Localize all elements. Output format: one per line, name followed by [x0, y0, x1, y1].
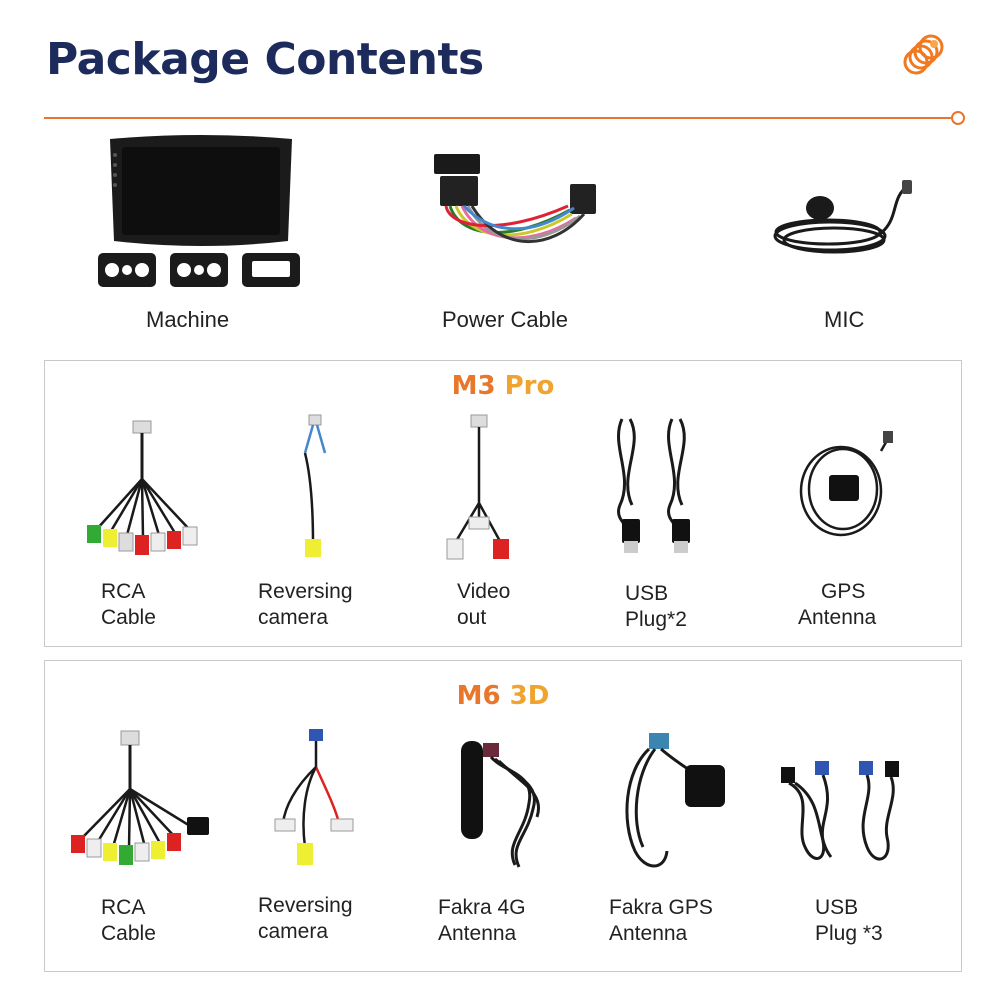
usb-plug-icon [617, 418, 690, 553]
item-label-line1: Reversing [258, 894, 353, 917]
item-label-line2: Plug *3 [815, 922, 883, 945]
item-label-line2: Antenna [798, 606, 877, 629]
item-label-line2: Antenna [609, 922, 688, 945]
item-label-line1: RCA [101, 896, 146, 919]
item-label-line1: Fakra GPS [609, 896, 713, 919]
microphone-icon [773, 180, 912, 254]
top-item-label: Machine [146, 307, 230, 332]
section-title-part2: 3D [509, 681, 550, 711]
rca-cable-icon [87, 420, 198, 555]
reversing-camera-cable-icon [274, 729, 354, 865]
page-title: Package Contents [46, 34, 484, 85]
item-label-line1: Fakra 4G [438, 896, 526, 919]
section-m6-3d: M6 3D RCA Cable Reversing camera [44, 660, 962, 972]
section-title-part1: M6 [456, 681, 510, 711]
car-stereo-machine-icon [98, 135, 300, 287]
item-label-line2: out [457, 606, 487, 629]
item-label-line1: USB [625, 582, 669, 605]
item-label-line1: RCA [101, 580, 146, 603]
title-divider [44, 117, 952, 119]
section-title: M3 Pro [45, 371, 961, 401]
section-m3-pro: M3 Pro RCA Cable Reversing camera Video … [44, 360, 962, 647]
power-cable-icon [434, 154, 596, 244]
section-title-part1: M3 [451, 371, 505, 401]
item-label-line2: Cable [101, 922, 156, 945]
item-label-line2: Antenna [438, 922, 517, 945]
top-item-label: Power Cable [442, 307, 568, 332]
item-label-line1: Reversing [258, 580, 353, 603]
section-title: M6 3D [45, 681, 961, 711]
item-label-line1: USB [815, 896, 859, 919]
orange-coil-logo-icon [903, 34, 944, 75]
item-label-line1: GPS [821, 580, 866, 603]
fakra-gps-antenna-icon [625, 733, 725, 868]
item-label-line2: camera [258, 606, 329, 629]
rca-cable-icon [71, 730, 209, 865]
gps-antenna-icon [799, 431, 893, 537]
top-item-label: MIC [824, 307, 865, 332]
item-label-line2: camera [258, 920, 329, 943]
item-label-line2: Plug*2 [625, 608, 687, 631]
reversing-camera-cable-icon [303, 414, 327, 557]
divider-end-dot [951, 111, 965, 125]
fakra-4g-antenna-icon [461, 741, 540, 868]
item-label-line1: Video [457, 580, 511, 603]
video-out-cable-icon [446, 414, 509, 560]
section-title-part2: Pro [504, 371, 555, 401]
item-label-line2: Cable [101, 606, 156, 629]
usb-plug-icon [781, 761, 899, 861]
